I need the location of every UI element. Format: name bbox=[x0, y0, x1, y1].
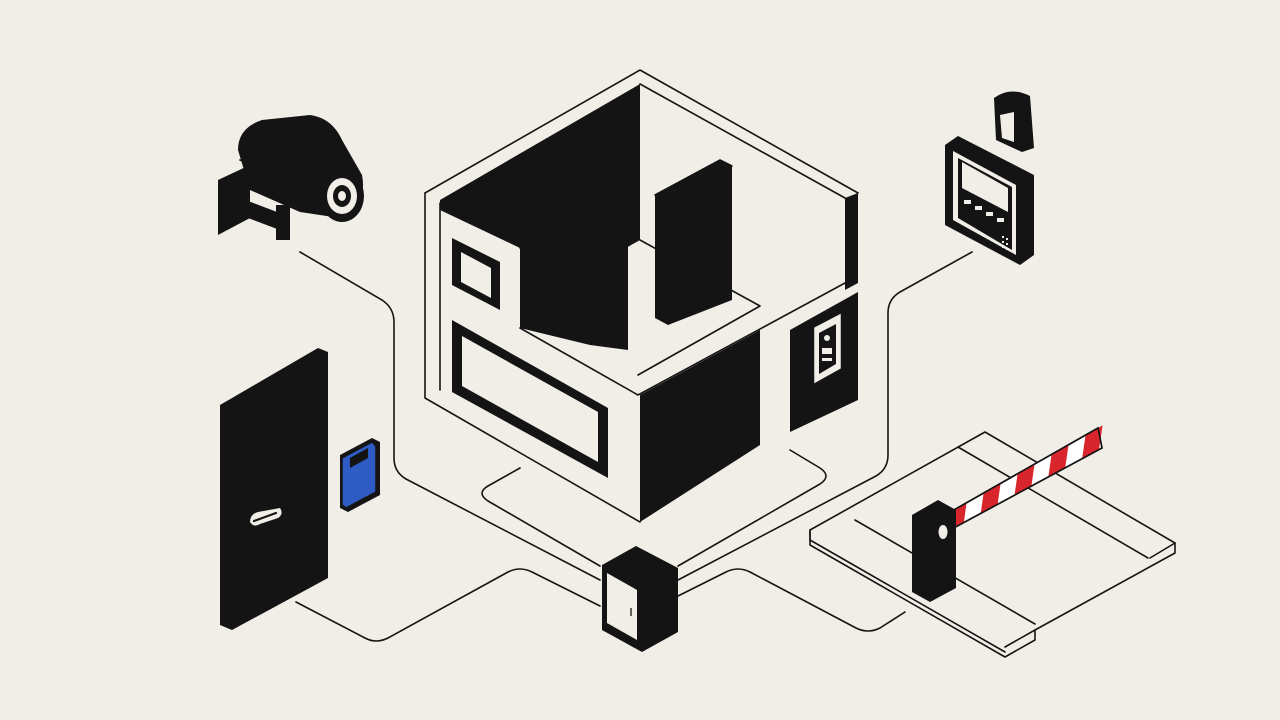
connector-alarm-panel-to-controller bbox=[677, 251, 973, 581]
building-cutaway-icon bbox=[424, 69, 859, 523]
boom-stripe bbox=[1014, 464, 1035, 496]
card-reader-icon bbox=[340, 438, 380, 512]
boom-stripe bbox=[1048, 444, 1069, 477]
boom-barrier-icon bbox=[809, 425, 1176, 658]
connector-barrier-to-controller bbox=[677, 568, 906, 632]
access-controller-icon bbox=[602, 546, 678, 652]
cctv-camera-icon bbox=[218, 115, 364, 240]
connector-lines bbox=[295, 251, 973, 642]
connector-cctv-to-controller bbox=[299, 251, 601, 581]
boom-stripe bbox=[980, 483, 1001, 514]
barrier-post bbox=[912, 500, 956, 602]
alarm-control-panel-icon bbox=[945, 136, 1034, 265]
barrier-boom-arm bbox=[944, 425, 1103, 532]
door-icon bbox=[220, 348, 328, 630]
connector-building-right-to-controller bbox=[677, 449, 827, 567]
connector-door-to-controller bbox=[295, 568, 601, 642]
connector-building-to-controller bbox=[481, 467, 601, 567]
intercom-keypad-icon bbox=[814, 313, 841, 384]
motion-sensor-icon bbox=[994, 91, 1034, 152]
